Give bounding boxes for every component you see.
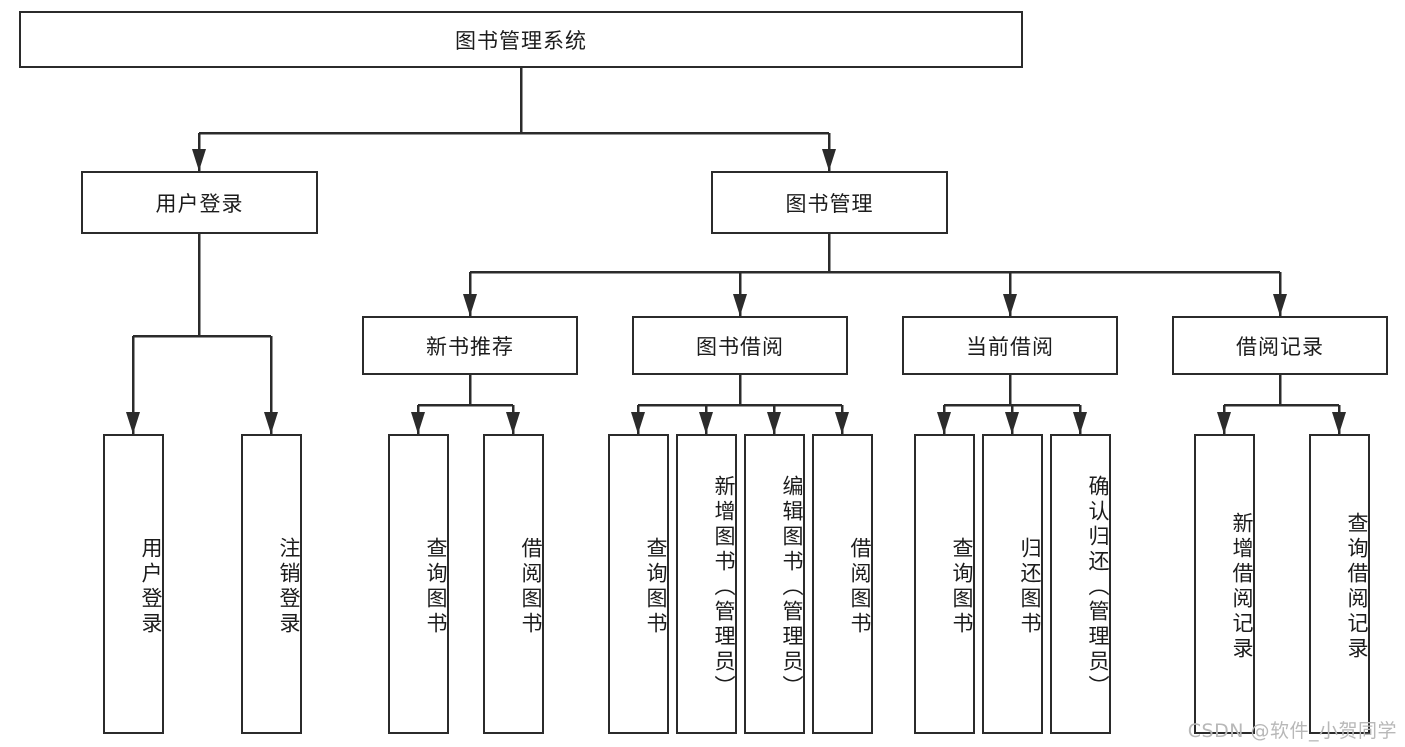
arrow-head-borrow-to-leaves-0	[631, 412, 645, 434]
level3-node-label: 图书借阅	[696, 334, 784, 359]
leaf-node-label: 归还图书	[1018, 537, 1042, 637]
level2-node-label: 用户登录	[155, 191, 244, 216]
leaf-node-1[interactable]: 注销登录	[241, 434, 302, 734]
arrow-head-current-to-leaves-0	[937, 412, 951, 434]
level3-node-label: 借阅记录	[1236, 334, 1324, 359]
leaf-node-label: 编辑图书（管理员）	[780, 474, 804, 700]
arrow-head-new-book-to-leaves-0	[411, 412, 425, 434]
arrow-head-current-to-leaves-2	[1073, 412, 1087, 434]
leaf-node-8[interactable]: 查询图书	[914, 434, 975, 734]
arrow-head-record-to-leaves-0	[1217, 412, 1231, 434]
arrow-head-root-to-level2-1	[822, 149, 836, 171]
leaf-node-6[interactable]: 编辑图书（管理员）	[744, 434, 805, 734]
leaf-node-12[interactable]: 查询借阅记录	[1309, 434, 1370, 734]
level2-node-0[interactable]: 用户登录	[81, 171, 318, 234]
leaf-node-4[interactable]: 查询图书	[608, 434, 669, 734]
root-node-label: 图书管理系统	[455, 28, 587, 53]
arrow-head-book-mgmt-to-level3-1	[733, 294, 747, 316]
arrow-head-record-to-leaves-1	[1332, 412, 1346, 434]
leaf-node-11[interactable]: 新增借阅记录	[1194, 434, 1255, 734]
level2-node-label: 图书管理	[785, 191, 874, 216]
leaf-node-label: 查询图书	[950, 537, 974, 637]
level3-node-2[interactable]: 当前借阅	[902, 316, 1118, 375]
arrow-head-user-login-to-leaves-1	[264, 412, 278, 434]
leaf-node-label: 借阅图书	[519, 537, 543, 637]
leaf-node-5[interactable]: 新增图书（管理员）	[676, 434, 737, 734]
leaf-node-label: 查询借阅记录	[1345, 512, 1369, 662]
leaf-node-label: 查询图书	[424, 537, 448, 637]
leaf-node-label: 新增图书（管理员）	[712, 474, 736, 700]
leaf-node-label: 新增借阅记录	[1230, 512, 1254, 662]
level3-node-1[interactable]: 图书借阅	[632, 316, 848, 375]
arrow-head-borrow-to-leaves-2	[767, 412, 781, 434]
level2-node-1[interactable]: 图书管理	[711, 171, 948, 234]
leaf-node-label: 借阅图书	[848, 537, 872, 637]
level3-node-label: 新书推荐	[426, 334, 514, 359]
level3-node-0[interactable]: 新书推荐	[362, 316, 578, 375]
arrow-head-new-book-to-leaves-1	[506, 412, 520, 434]
leaf-node-label: 确认归还（管理员）	[1086, 474, 1110, 700]
leaf-node-2[interactable]: 查询图书	[388, 434, 449, 734]
arrow-head-current-to-leaves-1	[1005, 412, 1019, 434]
arrow-head-user-login-to-leaves-0	[126, 412, 140, 434]
leaf-node-9[interactable]: 归还图书	[982, 434, 1043, 734]
arrow-head-book-mgmt-to-level3-0	[463, 294, 477, 316]
leaf-node-label: 注销登录	[277, 537, 301, 637]
leaf-node-label: 查询图书	[644, 537, 668, 637]
arrow-head-book-mgmt-to-level3-2	[1003, 294, 1017, 316]
arrow-head-root-to-level2-0	[192, 149, 206, 171]
leaf-node-label: 用户登录	[139, 537, 163, 637]
leaf-node-10[interactable]: 确认归还（管理员）	[1050, 434, 1111, 734]
level3-node-3[interactable]: 借阅记录	[1172, 316, 1388, 375]
leaf-node-0[interactable]: 用户登录	[103, 434, 164, 734]
level3-node-label: 当前借阅	[966, 334, 1054, 359]
leaf-node-3[interactable]: 借阅图书	[483, 434, 544, 734]
arrow-head-borrow-to-leaves-1	[699, 412, 713, 434]
arrow-head-book-mgmt-to-level3-3	[1273, 294, 1287, 316]
root-node-0[interactable]: 图书管理系统	[19, 11, 1023, 68]
arrow-head-borrow-to-leaves-3	[835, 412, 849, 434]
leaf-node-7[interactable]: 借阅图书	[812, 434, 873, 734]
